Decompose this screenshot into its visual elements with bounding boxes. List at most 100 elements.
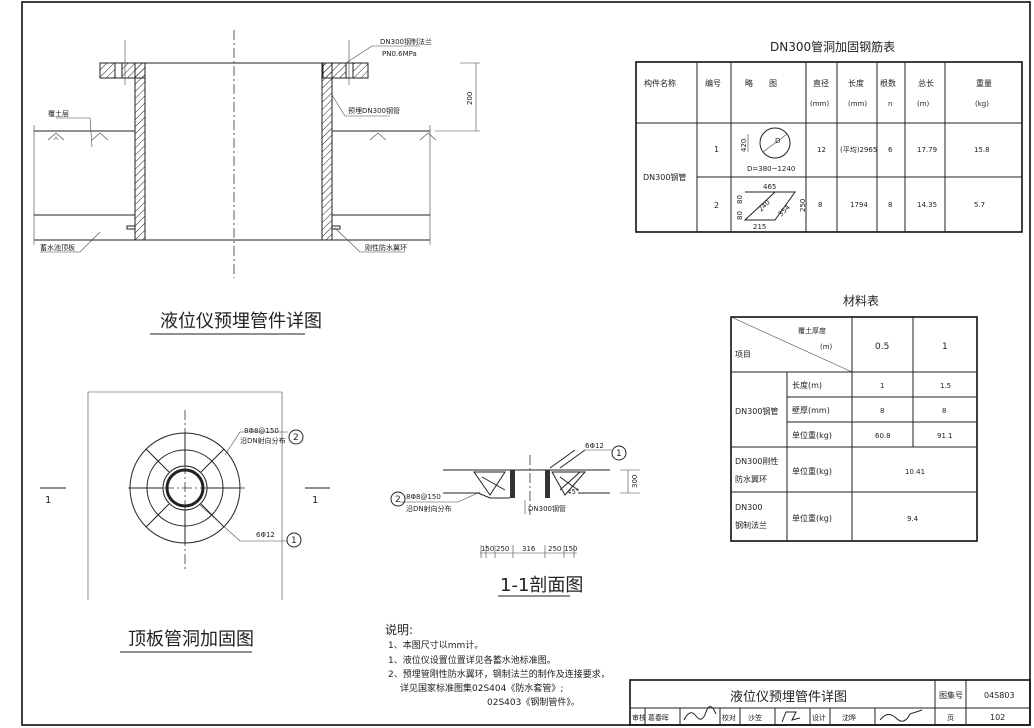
pipe-wall-left [134,62,146,241]
section-rebar1-label: 6Φ12 [585,442,604,450]
angle-label: 45° [567,488,579,496]
svg-text:15.8: 15.8 [974,146,990,154]
svg-text:DN300刚性: DN300刚性 [735,456,778,466]
svg-text:2、预埋管刚性防水翼环，钢制法兰的制作及连接要求，: 2、预埋管刚性防水翼环，钢制法兰的制作及连接要求， [388,668,610,680]
svg-text:校对: 校对 [722,713,736,722]
svg-text:1: 1 [714,145,719,154]
svg-text:总长: 总长 [918,78,934,88]
pipe-wall-right [321,62,333,241]
section-view: 1 6Φ12 45° 300 2 8Φ8@150 沿DN射向分布 DN300钢管… [390,442,640,597]
svg-text:60.8: 60.8 [875,432,891,440]
page-number: 102 [990,713,1005,722]
material-table: 材料表 覆土厚度 (m) 项目 0.5 1 DN300钢管 长度(m) 1 1.… [730,294,978,542]
svg-text:长度(m): 长度(m) [792,380,822,390]
svg-text:n: n [888,100,892,108]
plan-rebar2-label: 8Φ8@150 [244,427,279,435]
svg-text:80: 80 [736,211,744,220]
rebar-table: DN300管洞加固钢筋表 构件名称 编号 略 图 直径 长度 根数 总长 重量 … [635,39,1023,233]
flange-label: DN300钢制法兰 [380,37,432,46]
svg-text:1: 1 [880,382,884,390]
svg-text:审核: 审核 [632,713,646,722]
svg-text:(平均)2965: (平均)2965 [840,145,877,154]
water-ring-label: 刚性防水翼环 [365,243,407,252]
svg-text:2: 2 [395,495,401,505]
plan-view: 2 8Φ8@150 沿DN射向分布 1 6Φ12 1 1 顶板管洞加固图 [40,391,330,653]
svg-text:D=380~1240: D=380~1240 [747,165,795,173]
svg-text:(mm): (mm) [810,100,829,108]
svg-text:1794: 1794 [850,201,868,209]
svg-text:2: 2 [714,201,719,210]
svg-text:1: 1 [942,342,948,352]
svg-text:316: 316 [522,545,536,553]
elevation-view: 200 DN300钢制法兰 PN0.6MPa 预埋DN300钢管 覆土层 蓄水池… [33,30,480,335]
svg-text:(kg): (kg) [975,100,989,108]
sheet-frame [21,1,1031,726]
embedded-pipe-label: 预埋DN300钢管 [348,106,400,115]
svg-text:页: 页 [947,714,954,722]
svg-text:250: 250 [799,199,807,212]
svg-text:沙笠: 沙笠 [748,713,762,722]
svg-text:150: 150 [481,545,494,553]
svg-text:(m): (m) [820,343,833,351]
svg-text:略 图: 略 图 [745,78,777,88]
svg-text:说明:: 说明: [385,622,413,637]
section-mark-left: 1 [45,495,51,506]
elevation-title: 液位仪预埋管件详图 [160,311,322,332]
svg-text:10.41: 10.41 [905,468,925,476]
svg-text:91.1: 91.1 [937,432,953,440]
material-table-title: 材料表 [843,294,879,308]
svg-text:2: 2 [293,433,299,443]
svg-text:354: 354 [777,203,792,218]
roof-slab-label: 蓄水池顶板 [40,243,75,252]
svg-text:250: 250 [548,545,561,553]
svg-text:沈晔: 沈晔 [842,713,856,722]
section-dimensions: 150 250 316 250 150 [480,545,577,558]
svg-text:420: 420 [740,139,748,152]
svg-text:02S403《钢制管件》。: 02S403《钢制管件》。 [487,696,580,708]
sheet-title: 液位仪预埋管件详图 [730,690,847,705]
svg-text:12: 12 [817,146,826,154]
svg-text:465: 465 [763,183,776,191]
svg-text:壁厚(mm): 壁厚(mm) [792,405,830,415]
svg-text:详见国家标准图集02S404《防水套管》;: 详见国家标准图集02S404《防水套管》; [400,682,563,694]
pipe-circle [165,468,205,508]
svg-text:编号: 编号 [705,78,721,88]
svg-text:80: 80 [736,195,744,204]
svg-text:250: 250 [496,545,509,553]
svg-text:D: D [775,137,780,145]
svg-text:150: 150 [564,545,577,553]
atlas-number: 04S803 [984,691,1015,700]
soil-layer-label: 覆土层 [48,109,69,118]
svg-text:单位重(kg): 单位重(kg) [792,430,832,440]
reviewer-signature [683,706,717,721]
svg-text:0.5: 0.5 [875,342,889,352]
svg-text:图集号: 图集号 [939,690,963,700]
svg-text:1: 1 [616,449,622,459]
svg-text:单位重(kg): 单位重(kg) [792,513,832,523]
checker-signature [781,711,801,723]
svg-text:8: 8 [888,201,892,209]
svg-text:5.7: 5.7 [974,201,985,209]
svg-text:1: 1 [291,536,297,546]
svg-text:沿DN射向分布: 沿DN射向分布 [406,504,452,513]
plan-rebar1-label: 6Φ12 [256,531,275,539]
svg-text:单位重(kg): 单位重(kg) [792,466,832,476]
svg-text:8: 8 [942,407,946,415]
svg-text:6: 6 [888,146,893,154]
svg-text:8: 8 [880,407,884,415]
component-name: DN300钢管 [643,172,686,182]
ring-rebar-sketch [759,127,791,159]
plan-title: 顶板管洞加固图 [128,629,254,650]
section-mark-right: 1 [312,495,318,506]
svg-text:1、液位仪设置位置详见各蓄水池标准图。: 1、液位仪设置位置详见各蓄水池标准图。 [388,654,556,666]
svg-text:1、本图尺寸以mm计。: 1、本图尺寸以mm计。 [388,639,483,651]
svg-text:1.5: 1.5 [940,382,951,390]
title-block: 液位仪预埋管件详图 图集号 04S803 审核 葛春晖 校对 沙笠 设计 沈晔 … [629,679,1031,726]
svg-text:项目: 项目 [735,350,751,359]
svg-text:8: 8 [818,201,822,209]
pressure-label: PN0.6MPa [382,50,417,58]
svg-text:DN300钢管: DN300钢管 [735,406,778,416]
svg-text:9.4: 9.4 [907,515,919,523]
svg-text:DN300: DN300 [735,503,762,512]
